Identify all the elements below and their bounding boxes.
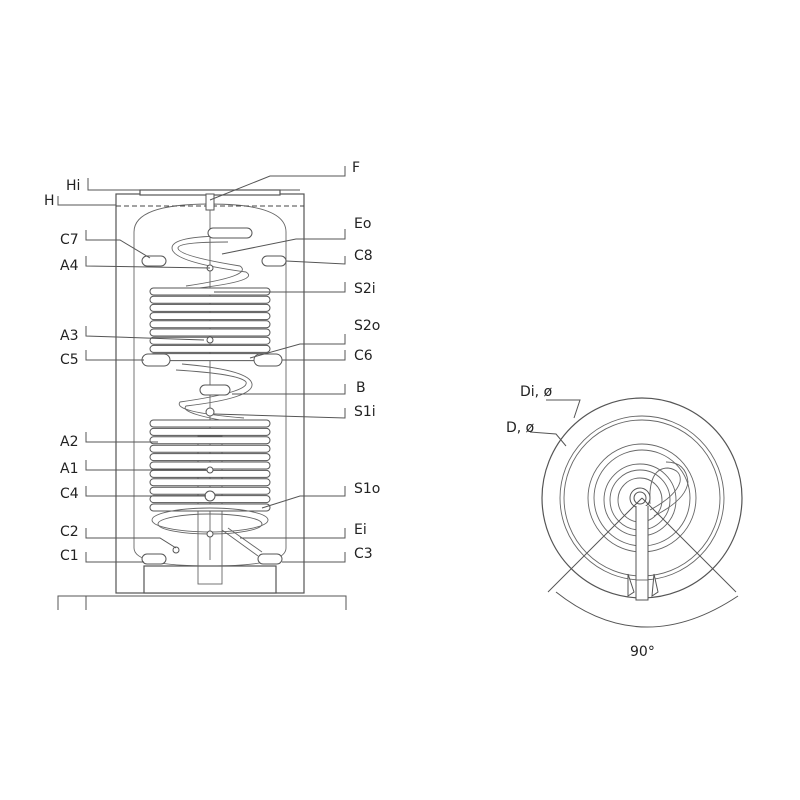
label-h: H: [44, 193, 55, 209]
label-c3: C3: [354, 546, 373, 562]
label-ei: Ei: [354, 522, 367, 538]
center-flange-inner: [633, 491, 647, 505]
angle-ray-left: [547, 497, 643, 593]
coil-turn: [149, 303, 271, 312]
c5-port: [141, 353, 171, 367]
ei-inlet-pipe: [221, 527, 263, 557]
c3-port: [257, 553, 283, 565]
leader-lines: [57, 166, 346, 563]
label-s1i: S1i: [354, 404, 376, 420]
label-s2o: S2o: [354, 318, 380, 334]
upper-spiral-tube-inner: [177, 241, 243, 287]
side-view-labels: Hi H F Eo C7 A4 C8 S2i A3 S2o C5 C6 B S1…: [44, 160, 380, 564]
upper-coil-s2: [149, 287, 271, 362]
label-c7: C7: [60, 232, 79, 248]
spiral-pipe: [649, 467, 681, 511]
label-a2: A2: [60, 434, 78, 450]
c4-port: [204, 490, 216, 502]
a1-sensor: [206, 466, 214, 474]
tank-side-view: [57, 189, 347, 610]
c1-port: [141, 553, 167, 565]
label-c4: C4: [60, 486, 79, 502]
label-c1: C1: [60, 548, 79, 564]
coil-turn: [149, 312, 271, 321]
coil-turn: [149, 453, 271, 462]
outlet-clip-left: [627, 573, 635, 597]
coil-turn: [149, 295, 271, 304]
label-inner-diameter: Di, ø: [520, 384, 553, 400]
coil-turn: [149, 320, 271, 329]
coil-turn: [149, 436, 271, 445]
angle-ray-right: [641, 497, 737, 593]
upper-spiral-tube: [171, 235, 249, 291]
label-a4: A4: [60, 258, 79, 274]
c7-port: [141, 255, 167, 267]
s1i-port: [205, 407, 215, 417]
leader-d: [529, 431, 567, 447]
label-c5: C5: [60, 352, 79, 368]
label-angle: 90°: [630, 644, 655, 660]
label-c2: C2: [60, 524, 79, 540]
floor-line: [57, 595, 347, 610]
coil-turn: [149, 478, 271, 487]
middle-spiral-tube: [175, 369, 247, 419]
tank-base: [143, 565, 277, 594]
angle-arc: [555, 591, 739, 628]
eo-outlet-pipe: [207, 227, 253, 239]
label-s1o: S1o: [354, 481, 380, 497]
top-flange: [205, 193, 215, 211]
top-view-labels: Di, ø D, ø 90°: [506, 384, 655, 660]
ei-port: [206, 530, 214, 538]
spiral-pipe-outer: [653, 461, 689, 517]
coil-turn: [149, 427, 271, 436]
label-hi: Hi: [66, 178, 80, 194]
radial-outlet-pipe: [635, 506, 649, 601]
outlet-clip-right: [651, 573, 659, 597]
c2-port: [172, 546, 180, 554]
label-c6: C6: [354, 348, 373, 364]
label-f: F: [352, 160, 360, 176]
coil-turn: [149, 419, 271, 428]
label-outer-diameter: D, ø: [506, 420, 535, 436]
leader-di: [546, 399, 581, 419]
middle-spiral-tube-outer: [181, 363, 253, 425]
label-a3: A3: [60, 328, 78, 344]
b-port-pipe: [199, 384, 231, 396]
coil-turn: [149, 503, 271, 512]
coil-turn: [149, 328, 271, 337]
label-s2i: S2i: [354, 281, 376, 297]
coil-turn: [149, 444, 271, 453]
tank-top-view: [529, 397, 743, 628]
label-c8: C8: [354, 248, 373, 264]
label-b: B: [356, 380, 366, 396]
label-eo: Eo: [354, 216, 371, 232]
c8-port: [261, 255, 287, 267]
coil-turn: [149, 344, 271, 353]
label-a1: A1: [60, 461, 78, 477]
a3-sensor: [206, 336, 214, 344]
